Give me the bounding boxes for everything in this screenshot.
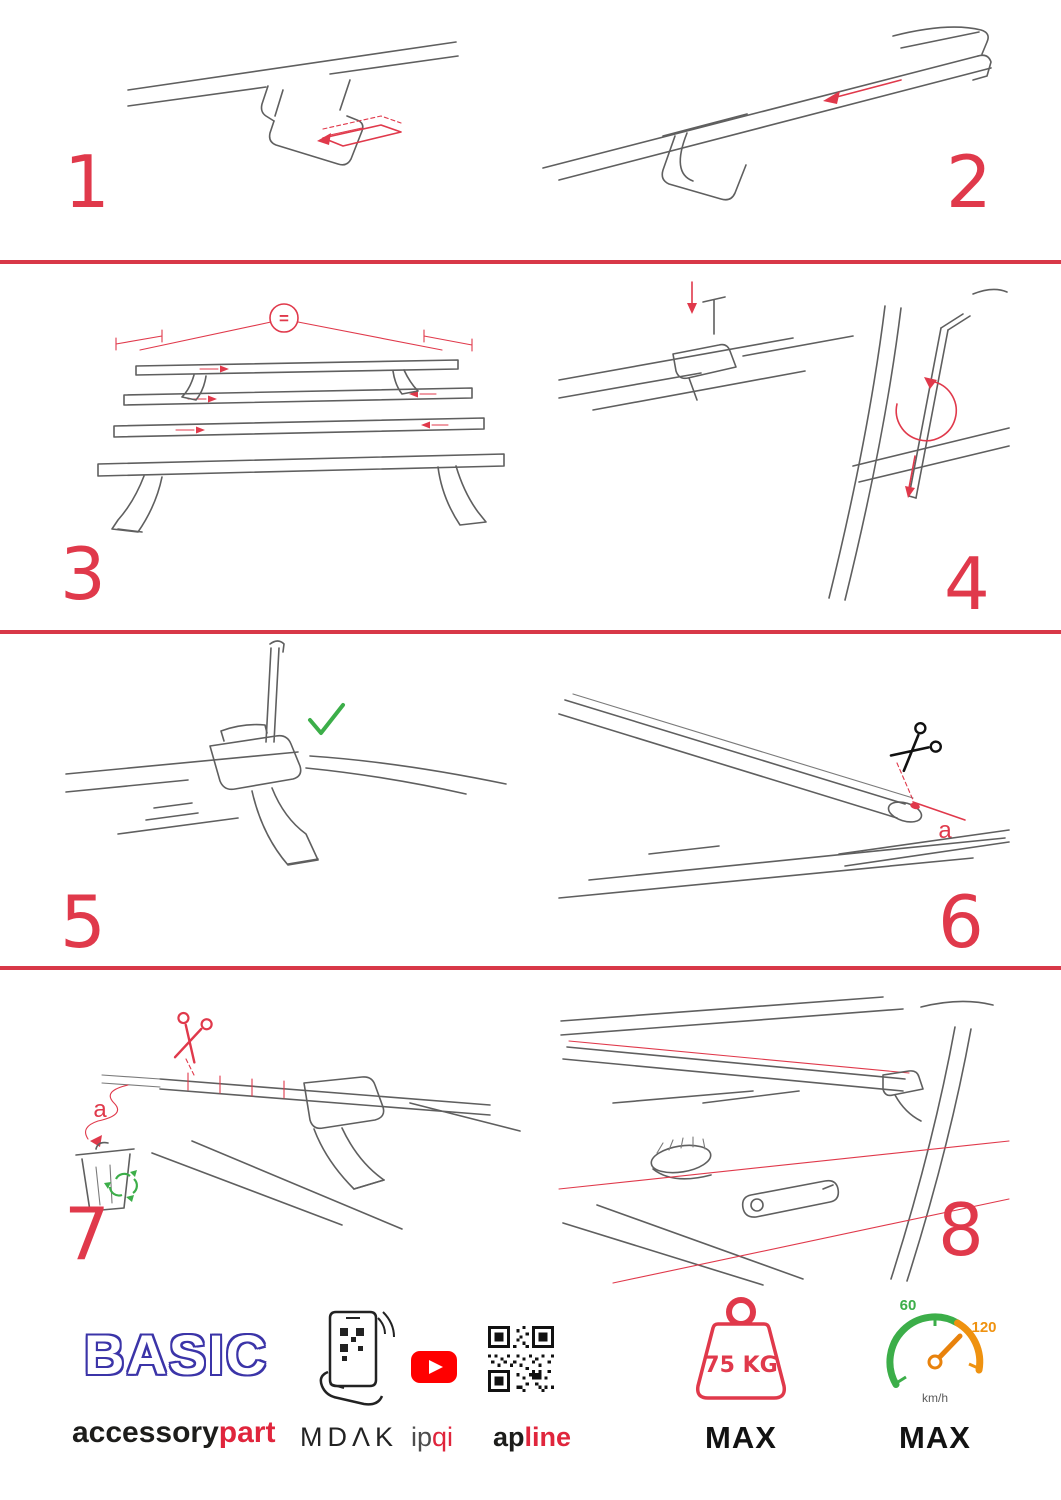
stacked-crossbars-drawing <box>97 359 505 477</box>
step-7-illustration: a <box>42 983 530 1235</box>
crossbar-drawing <box>562 1040 910 1092</box>
ipqi-logo-black: ip <box>410 1422 432 1452</box>
roof-rail-drawing <box>558 335 854 411</box>
rack-feet-drawing <box>111 369 487 533</box>
scissors-icon <box>889 722 942 773</box>
cut-line <box>185 1058 195 1076</box>
brand-wordmark-red: part <box>218 1416 276 1449</box>
speedometer-icon: 60 120 km/h <box>872 1290 998 1416</box>
roof-drawing <box>65 751 507 835</box>
check-icon <box>308 703 345 735</box>
apline-logo-red: line <box>524 1422 572 1452</box>
crossbar-drawing <box>101 1074 491 1116</box>
discard-arrow <box>85 1084 129 1147</box>
equal-spacing-label: = <box>279 309 289 328</box>
mdak-logo: MDΛK <box>299 1422 399 1452</box>
weight-limit-value: 75 KG <box>704 1353 777 1378</box>
rotate-arrow <box>895 377 957 498</box>
door-frame-drawing <box>828 288 1010 601</box>
torque-knob-drawing <box>741 1179 840 1218</box>
clamp-drawing <box>882 1070 924 1122</box>
apline-logo-black: ap <box>492 1422 525 1452</box>
youtube-icon <box>410 1350 458 1384</box>
rubber-strip-end <box>910 801 966 821</box>
speed-high-label: 120 <box>971 1319 996 1336</box>
series-title: BASIC <box>84 1323 269 1386</box>
ipqi-logo-red: qi <box>432 1422 454 1452</box>
section-divider <box>0 630 1061 634</box>
clamp-drawing <box>303 1076 385 1190</box>
t-bolt-insert <box>687 281 726 335</box>
section-divider <box>0 260 1061 264</box>
roof-drawing <box>151 1102 521 1230</box>
step-3-number: 3 <box>60 532 106 616</box>
crossbar-drawing <box>558 693 923 823</box>
ribbed-foot-drawing <box>650 1136 712 1180</box>
step-4-number: 4 <box>944 542 990 626</box>
roof-drawing <box>560 996 904 1286</box>
scissors-icon <box>173 1011 213 1064</box>
step-2-number: 2 <box>946 140 992 224</box>
clamp-drawing <box>145 723 319 866</box>
ipqi-logo: ipqi <box>392 1422 472 1453</box>
clamp-drawing <box>672 343 737 401</box>
weight-max-label: MAX <box>705 1420 777 1455</box>
alignment-lines <box>558 1140 1010 1284</box>
weight-limit-icon: 75 KG <box>678 1294 804 1416</box>
section-divider <box>0 966 1061 970</box>
speed-low-label: 60 <box>900 1297 917 1314</box>
slide-arrow <box>823 79 902 104</box>
brand-wordmark-black: accessory <box>72 1416 219 1449</box>
step-3-illustration: = <box>52 278 547 536</box>
step-7-number: 7 <box>64 1192 110 1276</box>
apline-logo: apline <box>484 1422 580 1453</box>
step-4-illustration <box>553 276 1015 628</box>
qr-code <box>488 1326 554 1392</box>
roof-rail-drawing <box>127 41 459 107</box>
step-1-number: 1 <box>64 140 110 224</box>
speed-max-label: MAX <box>899 1420 971 1455</box>
roof-rail-drawing <box>558 829 1010 899</box>
step-6-illustration: a <box>553 640 1015 905</box>
cut-label-a: a <box>93 1096 107 1123</box>
trim-marks <box>187 1072 285 1099</box>
allen-key-drawing <box>265 640 285 743</box>
step-8-number: 8 <box>938 1188 984 1272</box>
recycle-icon <box>104 1170 138 1202</box>
clamp-drawing <box>661 113 748 201</box>
step-6-number: 6 <box>938 880 984 964</box>
phone-scan-icon <box>306 1306 396 1408</box>
cut-label-a: a <box>938 817 952 844</box>
phone-qr-pixels <box>340 1328 364 1361</box>
cut-line <box>896 762 914 801</box>
step-5-illustration <box>58 638 516 906</box>
clamp-drawing <box>260 79 364 166</box>
crossbar-drawing <box>542 54 992 181</box>
insert-plate-arrow <box>317 115 402 147</box>
step-8-illustration <box>553 983 1015 1291</box>
step-2-illustration <box>533 18 1011 240</box>
end-cap-drawing <box>892 26 989 55</box>
speed-unit-label: km/h <box>922 1391 948 1405</box>
trash-bin-icon <box>75 1141 135 1212</box>
allen-key-drawing <box>908 313 971 499</box>
step-5-number: 5 <box>60 880 106 964</box>
step-1-illustration <box>118 20 463 238</box>
equal-spacing-callout: = <box>115 303 473 352</box>
brand-wordmark: accessorypart <box>72 1416 275 1450</box>
